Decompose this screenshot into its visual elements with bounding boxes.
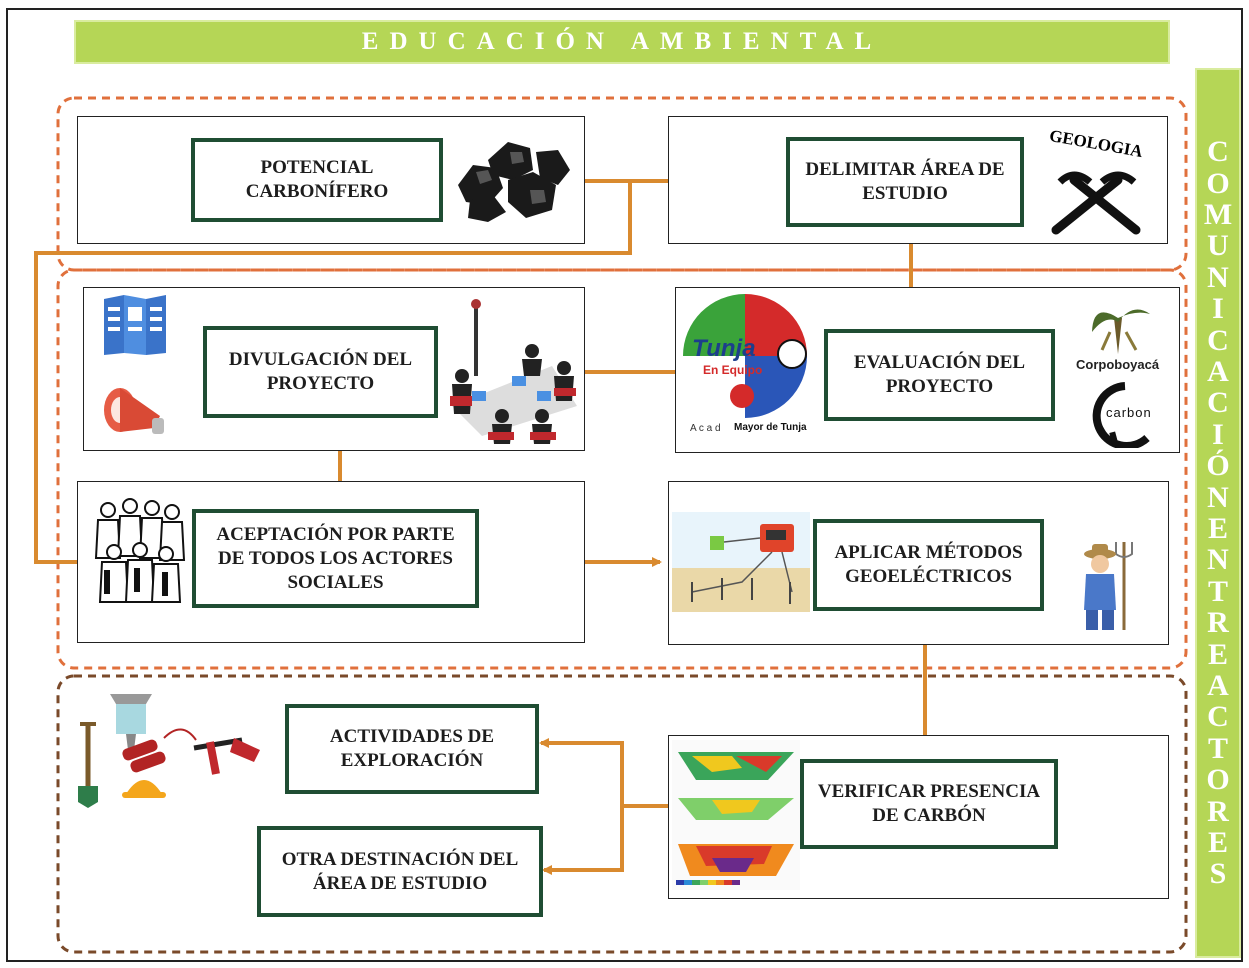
outer-frame <box>6 8 1243 962</box>
arrow-verificar-to-actividades <box>539 738 668 808</box>
box-verificar-text: VERIFICAR PRESENCIA DE CARBÓN <box>817 781 1041 826</box>
box-otra-text: OTRA DESTINACIÓN DEL ÁREA DE ESTUDIO <box>281 848 519 894</box>
corpoboyaca-logo-text: Corpoboyacá <box>1076 357 1160 372</box>
corpoboyaca-logo-icon <box>1092 309 1150 354</box>
group-outline-top <box>56 96 1188 272</box>
tunja-logo-text: Tunja <box>692 335 756 362</box>
banner-comunicacion-actores: COMUNICACIÓN ENTRE ACTORES <box>1195 68 1241 958</box>
meeting-icon <box>450 299 577 444</box>
box-delimitar-text: DELIMITAR ÁREA DE ESTUDIO <box>805 159 1005 204</box>
resistivity-profiles-icon <box>672 740 800 890</box>
box-evaluacion: EVALUACIÓN DEL PROYECTO <box>824 329 1055 421</box>
box-delimitar-area: DELIMITAR ÁREA DE ESTUDIO <box>786 137 1024 227</box>
arrow-potencial-to-aceptacion <box>34 181 632 564</box>
box-divulgacion: DIVULGACIÓN DEL PROYECTO <box>203 326 438 418</box>
coal-icon <box>458 142 570 222</box>
box-actividades-text: ACTIVIDADES DE EXPLORACIÓN <box>329 726 495 771</box>
box-divulgacion-text: DIVULGACIÓN DEL PROYECTO <box>228 349 413 394</box>
box-potencial-carbonifero: POTENCIAL CARBONÍFERO <box>191 138 443 222</box>
megaphone-icon <box>104 388 164 434</box>
tunja-logo-icon <box>683 294 807 418</box>
box-verificar-presencia: VERIFICAR PRESENCIA DE CARBÓN <box>800 759 1058 849</box>
farmer-icon <box>1084 542 1133 630</box>
group-outline-middle <box>56 268 1188 670</box>
box-aceptacion-text: ACEPTACIÓN POR PARTE DE TODOS LOS ACTORE… <box>216 523 455 593</box>
box-otra-destinacion: OTRA DESTINACIÓN DEL ÁREA DE ESTUDIO <box>257 826 543 917</box>
box-potencial-text: POTENCIAL CARBONÍFERO <box>245 157 389 202</box>
mining-tools-icon <box>78 694 260 808</box>
banner-top-label: EDUCACIÓN AMBIENTAL <box>361 28 883 55</box>
geologia-logo-icon <box>1051 171 1141 235</box>
group-outline-bottom <box>56 674 1188 954</box>
box-actividades-exploracion: ACTIVIDADES DE EXPLORACIÓN <box>285 704 539 794</box>
alcaldia-prefix-text: A c a d <box>690 423 721 434</box>
box-aceptacion: ACEPTACIÓN POR PARTE DE TODOS LOS ACTORE… <box>192 509 479 608</box>
carbon-logo-icon <box>1092 382 1150 448</box>
arrow-verificar-to-otra <box>542 806 624 875</box>
crowd-icon <box>94 498 186 603</box>
alcaldia-text: Mayor de Tunja <box>734 422 807 433</box>
box-aplicar-metodos: APLICAR MÉTODOS GEOELÉCTRICOS <box>813 519 1044 611</box>
banner-educacion-ambiental: EDUCACIÓN AMBIENTAL <box>74 20 1170 64</box>
geoelectric-equipment-icon <box>672 512 810 612</box>
brochure-icon <box>104 295 166 355</box>
box-aplicar-text: APLICAR MÉTODOS GEOELÉCTRICOS <box>834 542 1023 587</box>
tunja-en-equipo-text: En Equipo <box>703 363 763 377</box>
banner-side-label: COMUNICACIÓN ENTRE ACTORES <box>1203 135 1233 891</box>
box-evaluacion-text: EVALUACIÓN DEL PROYECTO <box>853 352 1026 397</box>
carbon-logo-text: carbon <box>1106 405 1152 420</box>
